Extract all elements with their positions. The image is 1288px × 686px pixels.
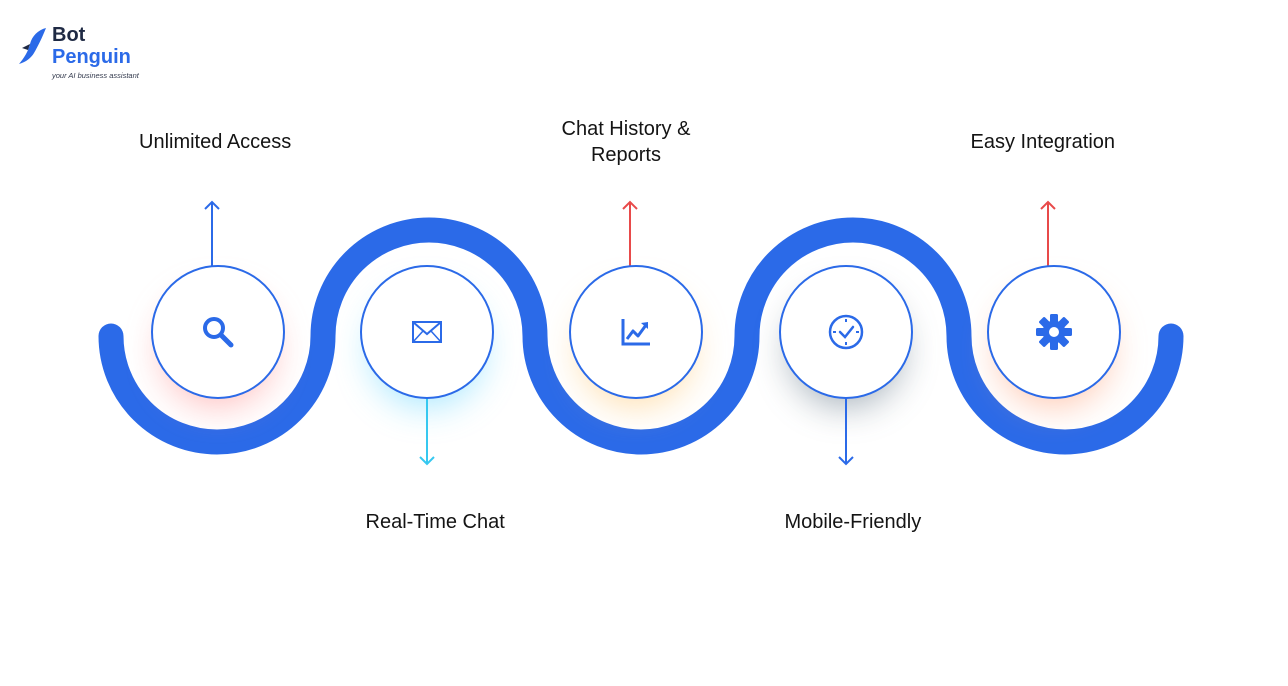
brand-logo: Bot Penguin your AI business assistant: [18, 24, 158, 84]
line-chart-icon: [621, 319, 650, 346]
feature-node: [987, 200, 1121, 406]
feature-label: Unlimited Access: [139, 131, 292, 153]
feature-node: [779, 265, 913, 466]
feature-label: Real-Time Chat: [365, 511, 505, 533]
search-icon: [203, 317, 234, 348]
feature-node: [569, 200, 703, 406]
clock-icon: [828, 314, 864, 350]
feature-label: Easy Integration: [970, 131, 1116, 153]
feature-circle: [151, 265, 285, 399]
gear-icon: [1036, 314, 1072, 350]
feature-node: [360, 265, 494, 466]
feature-node: [151, 200, 285, 406]
arrow-head-up-icon: [204, 200, 220, 210]
feature-circle: [360, 265, 494, 399]
feature-label: Mobile-Friendly: [784, 511, 922, 533]
feature-circle: [779, 265, 913, 399]
envelope-icon: [412, 321, 442, 343]
feature-nodes: [151, 200, 1121, 466]
arrow-head-up-icon: [622, 200, 638, 210]
wave-path: [98, 217, 1184, 455]
feature-label: Chat History &Reports: [561, 118, 691, 166]
arrow-head-down-icon: [838, 456, 854, 466]
penguin-logo-icon: [19, 28, 46, 64]
brand-name-line1: Bot: [52, 24, 86, 46]
arrow-head-down-icon: [419, 456, 435, 466]
brand-tagline: your AI business assistant: [52, 71, 139, 80]
brand-name-line2: Penguin: [52, 46, 131, 68]
arrow-head-up-icon: [1040, 200, 1056, 210]
